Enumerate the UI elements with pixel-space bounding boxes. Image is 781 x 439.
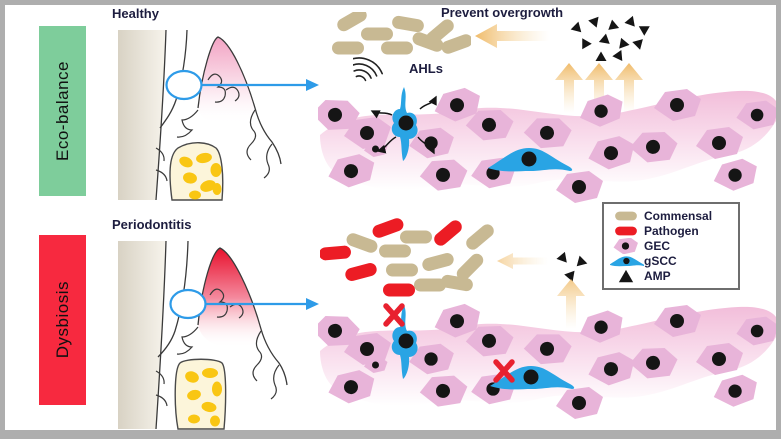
legend-item-commensal: Commensal xyxy=(610,209,732,223)
gec-swatch-icon xyxy=(613,238,638,254)
weak-suppression-arrow xyxy=(497,253,548,269)
gingival-sulcus-line xyxy=(159,29,188,129)
pathogen-swatch-icon xyxy=(615,226,637,236)
bone-marrow-blobs xyxy=(185,368,222,427)
healthy-title: Healthy xyxy=(112,6,159,21)
healthy-tooth-diagram xyxy=(118,29,319,201)
magnifier-lens xyxy=(169,288,207,320)
gscc-swatch-icon xyxy=(610,256,644,267)
periodontitis-title: Periodontitis xyxy=(112,217,192,232)
periodontitis-tooth-diagram xyxy=(118,240,319,430)
legend-label: Commensal xyxy=(644,209,713,223)
inflamed-gingival-crest xyxy=(198,248,261,349)
dysbiotic-tissue-band xyxy=(318,297,776,429)
tooth-root-surface xyxy=(118,241,166,429)
dysbiotic-bacteria-cluster xyxy=(320,216,497,297)
rete-peg-squiggle xyxy=(207,73,226,103)
legend-item-gec: GEC xyxy=(610,238,732,254)
dysbiosis-label: Dysbiosis xyxy=(52,281,72,359)
legend-box: Commensal Pathogen GEC gSCC AMP xyxy=(602,202,740,290)
prevent-overgrowth-label: Prevent overgrowth xyxy=(441,5,564,20)
legend-label: AMP xyxy=(644,269,671,283)
dysbiosis-label-box: Dysbiosis xyxy=(39,235,86,405)
eco-balance-label-box: Eco-balance xyxy=(39,26,86,196)
legend-label: GEC xyxy=(644,239,671,253)
healthy-tissue-band xyxy=(318,81,776,213)
bone-marrow-blobs xyxy=(179,152,222,200)
tooth-root-surface xyxy=(118,30,166,200)
legend-label: Pathogen xyxy=(644,224,699,238)
amp-swatch-icon xyxy=(618,269,634,283)
rete-peg-squiggle xyxy=(209,288,228,318)
magnifier-lens xyxy=(165,69,203,101)
periodontal-pocket-line xyxy=(157,240,189,358)
eco-balance-label: Eco-balance xyxy=(52,60,72,161)
ahl-signal-icon xyxy=(353,57,383,82)
legend-item-amp: AMP xyxy=(610,269,732,283)
secretion-squiggle-arrows xyxy=(370,95,437,155)
ahls-label: AHLs xyxy=(409,61,443,76)
healthy-gingival-crest xyxy=(198,37,255,125)
legend-label: gSCC xyxy=(644,254,677,268)
gscc-star-cell xyxy=(370,87,437,161)
commensal-swatch-icon xyxy=(615,211,637,221)
legend-item-gscc: gSCC xyxy=(610,254,732,268)
blocked-x-icon xyxy=(386,306,402,324)
amp-cluster xyxy=(570,13,653,61)
suppression-arrow xyxy=(475,24,549,48)
legend-item-pathogen: Pathogen xyxy=(610,224,732,238)
